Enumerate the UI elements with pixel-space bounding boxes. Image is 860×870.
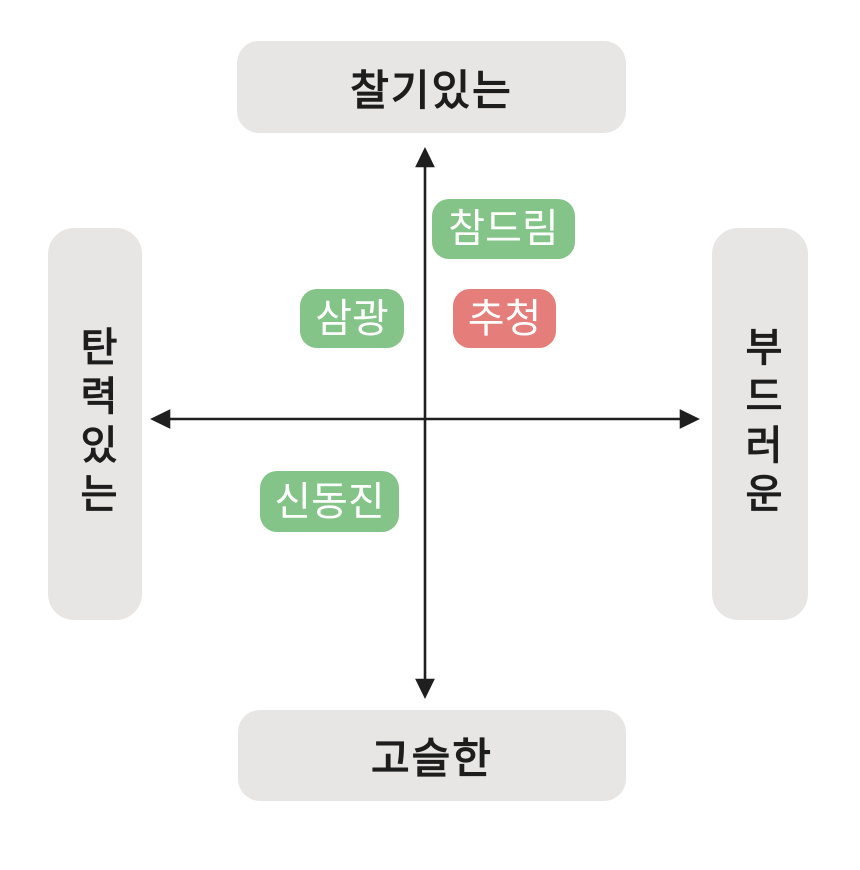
point-chucheong: 추청 [453, 289, 556, 348]
axis-label-bottom: 고슬한 [238, 710, 626, 801]
axis-label-top: 찰기있는 [237, 41, 626, 133]
arrowhead-down-icon [415, 678, 435, 699]
axis-label-left: 탄력있는 [48, 228, 142, 620]
axis-label-right: 부드러운 [712, 228, 808, 620]
arrowhead-up-icon [415, 147, 435, 168]
arrowhead-left-icon [150, 409, 171, 429]
point-chamdream: 참드림 [432, 199, 575, 259]
arrowhead-right-icon [679, 409, 700, 429]
point-samgwang: 삼광 [300, 289, 404, 348]
point-sindongjin: 신동진 [260, 471, 399, 532]
